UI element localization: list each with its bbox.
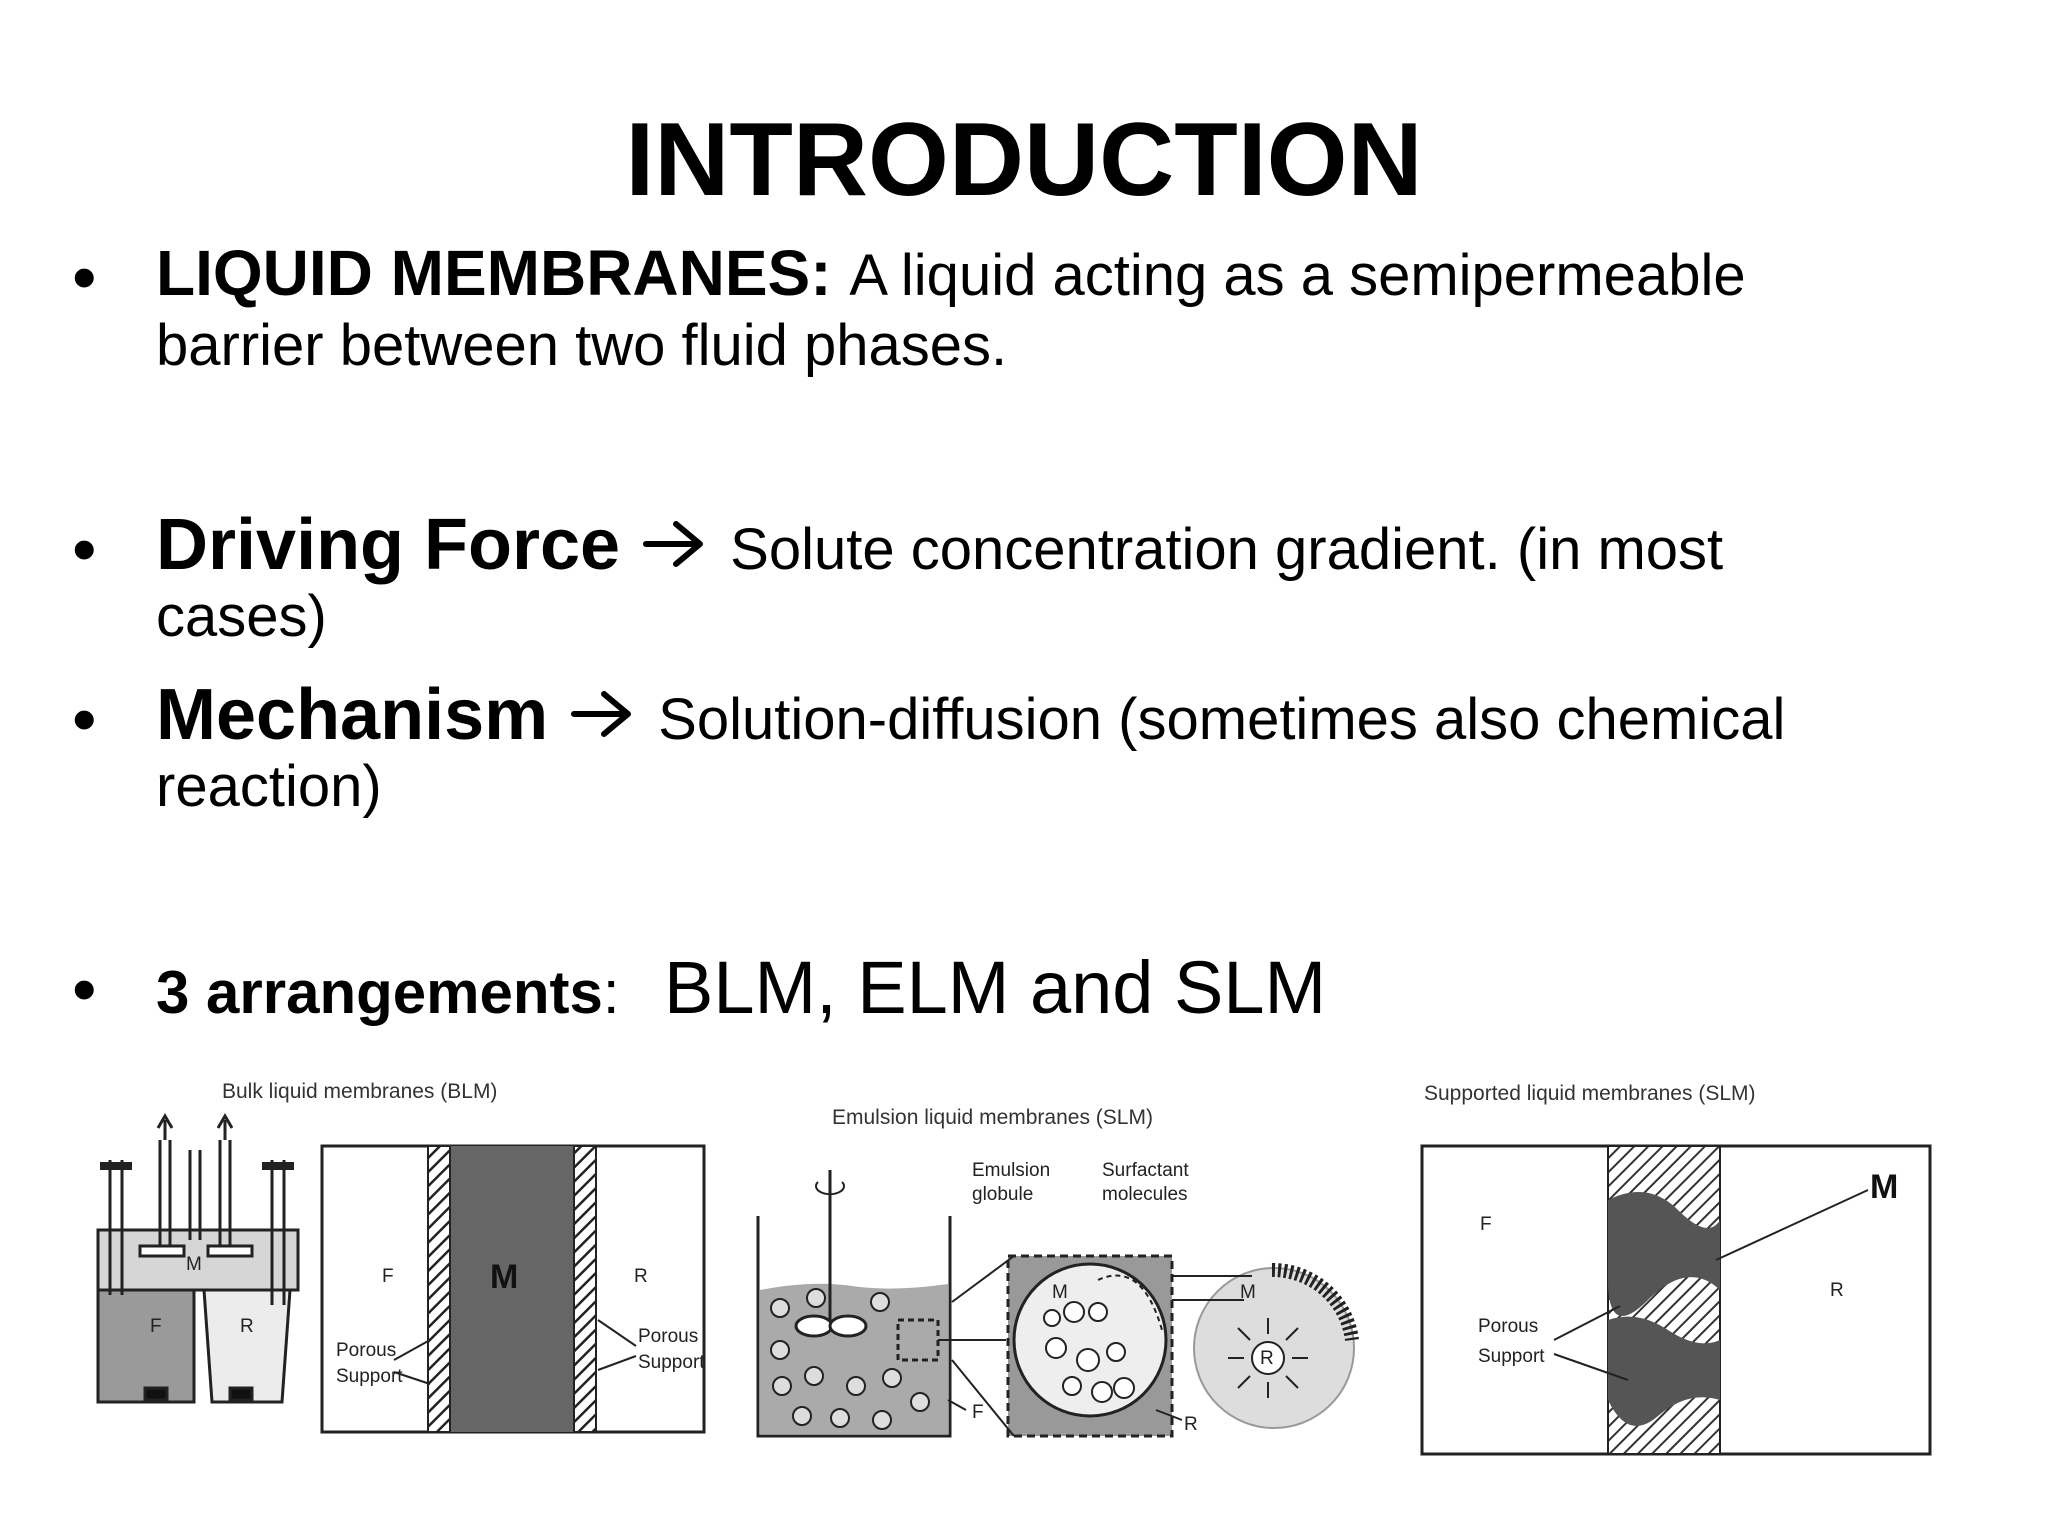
slm-porous-label: Porous [1478,1316,1538,1337]
blm-label-r: R [240,1316,254,1337]
bullet-text: BLM, ELM and SLM [664,946,1327,1029]
blm-apparatus [96,1140,300,1404]
bullet-text-continued: cases) [156,584,327,649]
blm-porous-support-right [573,1145,597,1433]
blm-support-label-right: Support [638,1352,705,1373]
slm-label-f: F [1480,1214,1492,1235]
bullet-label: 3 arrangements [156,959,603,1026]
slm-caption: Supported liquid membranes (SLM) [1424,1082,1756,1105]
slm-membrane-phase-lower [1608,1316,1720,1426]
slm-label-r: R [1830,1280,1844,1301]
blm-support-label: Support [336,1366,403,1387]
arrow-right-icon [571,691,632,737]
elm-label-r: R [1184,1414,1198,1435]
blm-stirrer-arrow-icon [156,1113,234,1140]
bullet-label: Driving Force [156,505,621,585]
bullet-label: LIQUID MEMBRANES: [156,237,832,309]
bullet-text-continued: barrier between two fluid phases. [156,313,1008,378]
slm-support-label: Support [1478,1346,1545,1367]
blm-membrane-phase [446,1146,576,1432]
elm-droplets [770,1288,930,1430]
elm-surfactant-label-r: R [1260,1348,1274,1369]
elm-diagram: Emulsion liquid membranes (SLM) Emulsion… [756,1106,1359,1438]
bullet-text: Solution-diffusion (sometimes also chemi… [658,687,1786,752]
blm-porous-support-left [427,1145,451,1433]
bullet-dot: • [72,510,97,588]
blm-label-f: F [150,1316,162,1337]
elm-label-m: M [1052,1282,1068,1303]
blm-cell-label-m: M [490,1258,518,1296]
blm-cell-label-r: R [634,1266,648,1287]
page-title: INTRODUCTION [625,102,1423,218]
elm-globule-label: globule [972,1184,1033,1205]
blm-caption: Bulk liquid membranes (BLM) [222,1080,497,1103]
bullet-text: A liquid acting as a semipermeable [849,243,1746,308]
bullet-text-continued: reaction) [156,754,382,819]
slm-diagram: Supported liquid membranes (SLM) M F R P… [1420,1082,1932,1456]
arrow-right-icon [643,521,704,567]
blm-label-m: M [186,1254,202,1275]
elm-tank [756,1216,952,1438]
elm-molecules-label: molecules [1102,1184,1188,1205]
bullet-text: Solute concentration gradient. (in most [730,517,1724,582]
elm-surfactant-label: Surfactant [1102,1160,1189,1181]
elm-globule [1012,1262,1168,1418]
blm-porous-label-right: Porous [638,1326,698,1347]
bullet-dot: • [72,238,97,316]
elm-surfactant-molecules [1228,1318,1308,1398]
blm-cell-label-f: F [382,1266,394,1287]
bullet-separator: : [602,959,620,1026]
blm-diagram: Bulk liquid membranes (BLM) M F R M F R … [96,1080,706,1434]
bullet-dot: • [72,680,97,758]
elm-emulsion-label: Emulsion [972,1160,1050,1181]
bullet-dot: • [72,950,97,1028]
slm-membrane-phase-upper [1608,1192,1720,1316]
elm-label-f: F [972,1402,984,1423]
blm-porous-label: Porous [336,1340,396,1361]
bullet-label: Mechanism [156,675,549,755]
slm-label-m: M [1870,1168,1898,1206]
elm-rotation-icon [815,1181,845,1196]
elm-caption: Emulsion liquid membranes (SLM) [832,1106,1153,1129]
elm-surfactant-label-m: M [1240,1282,1256,1303]
